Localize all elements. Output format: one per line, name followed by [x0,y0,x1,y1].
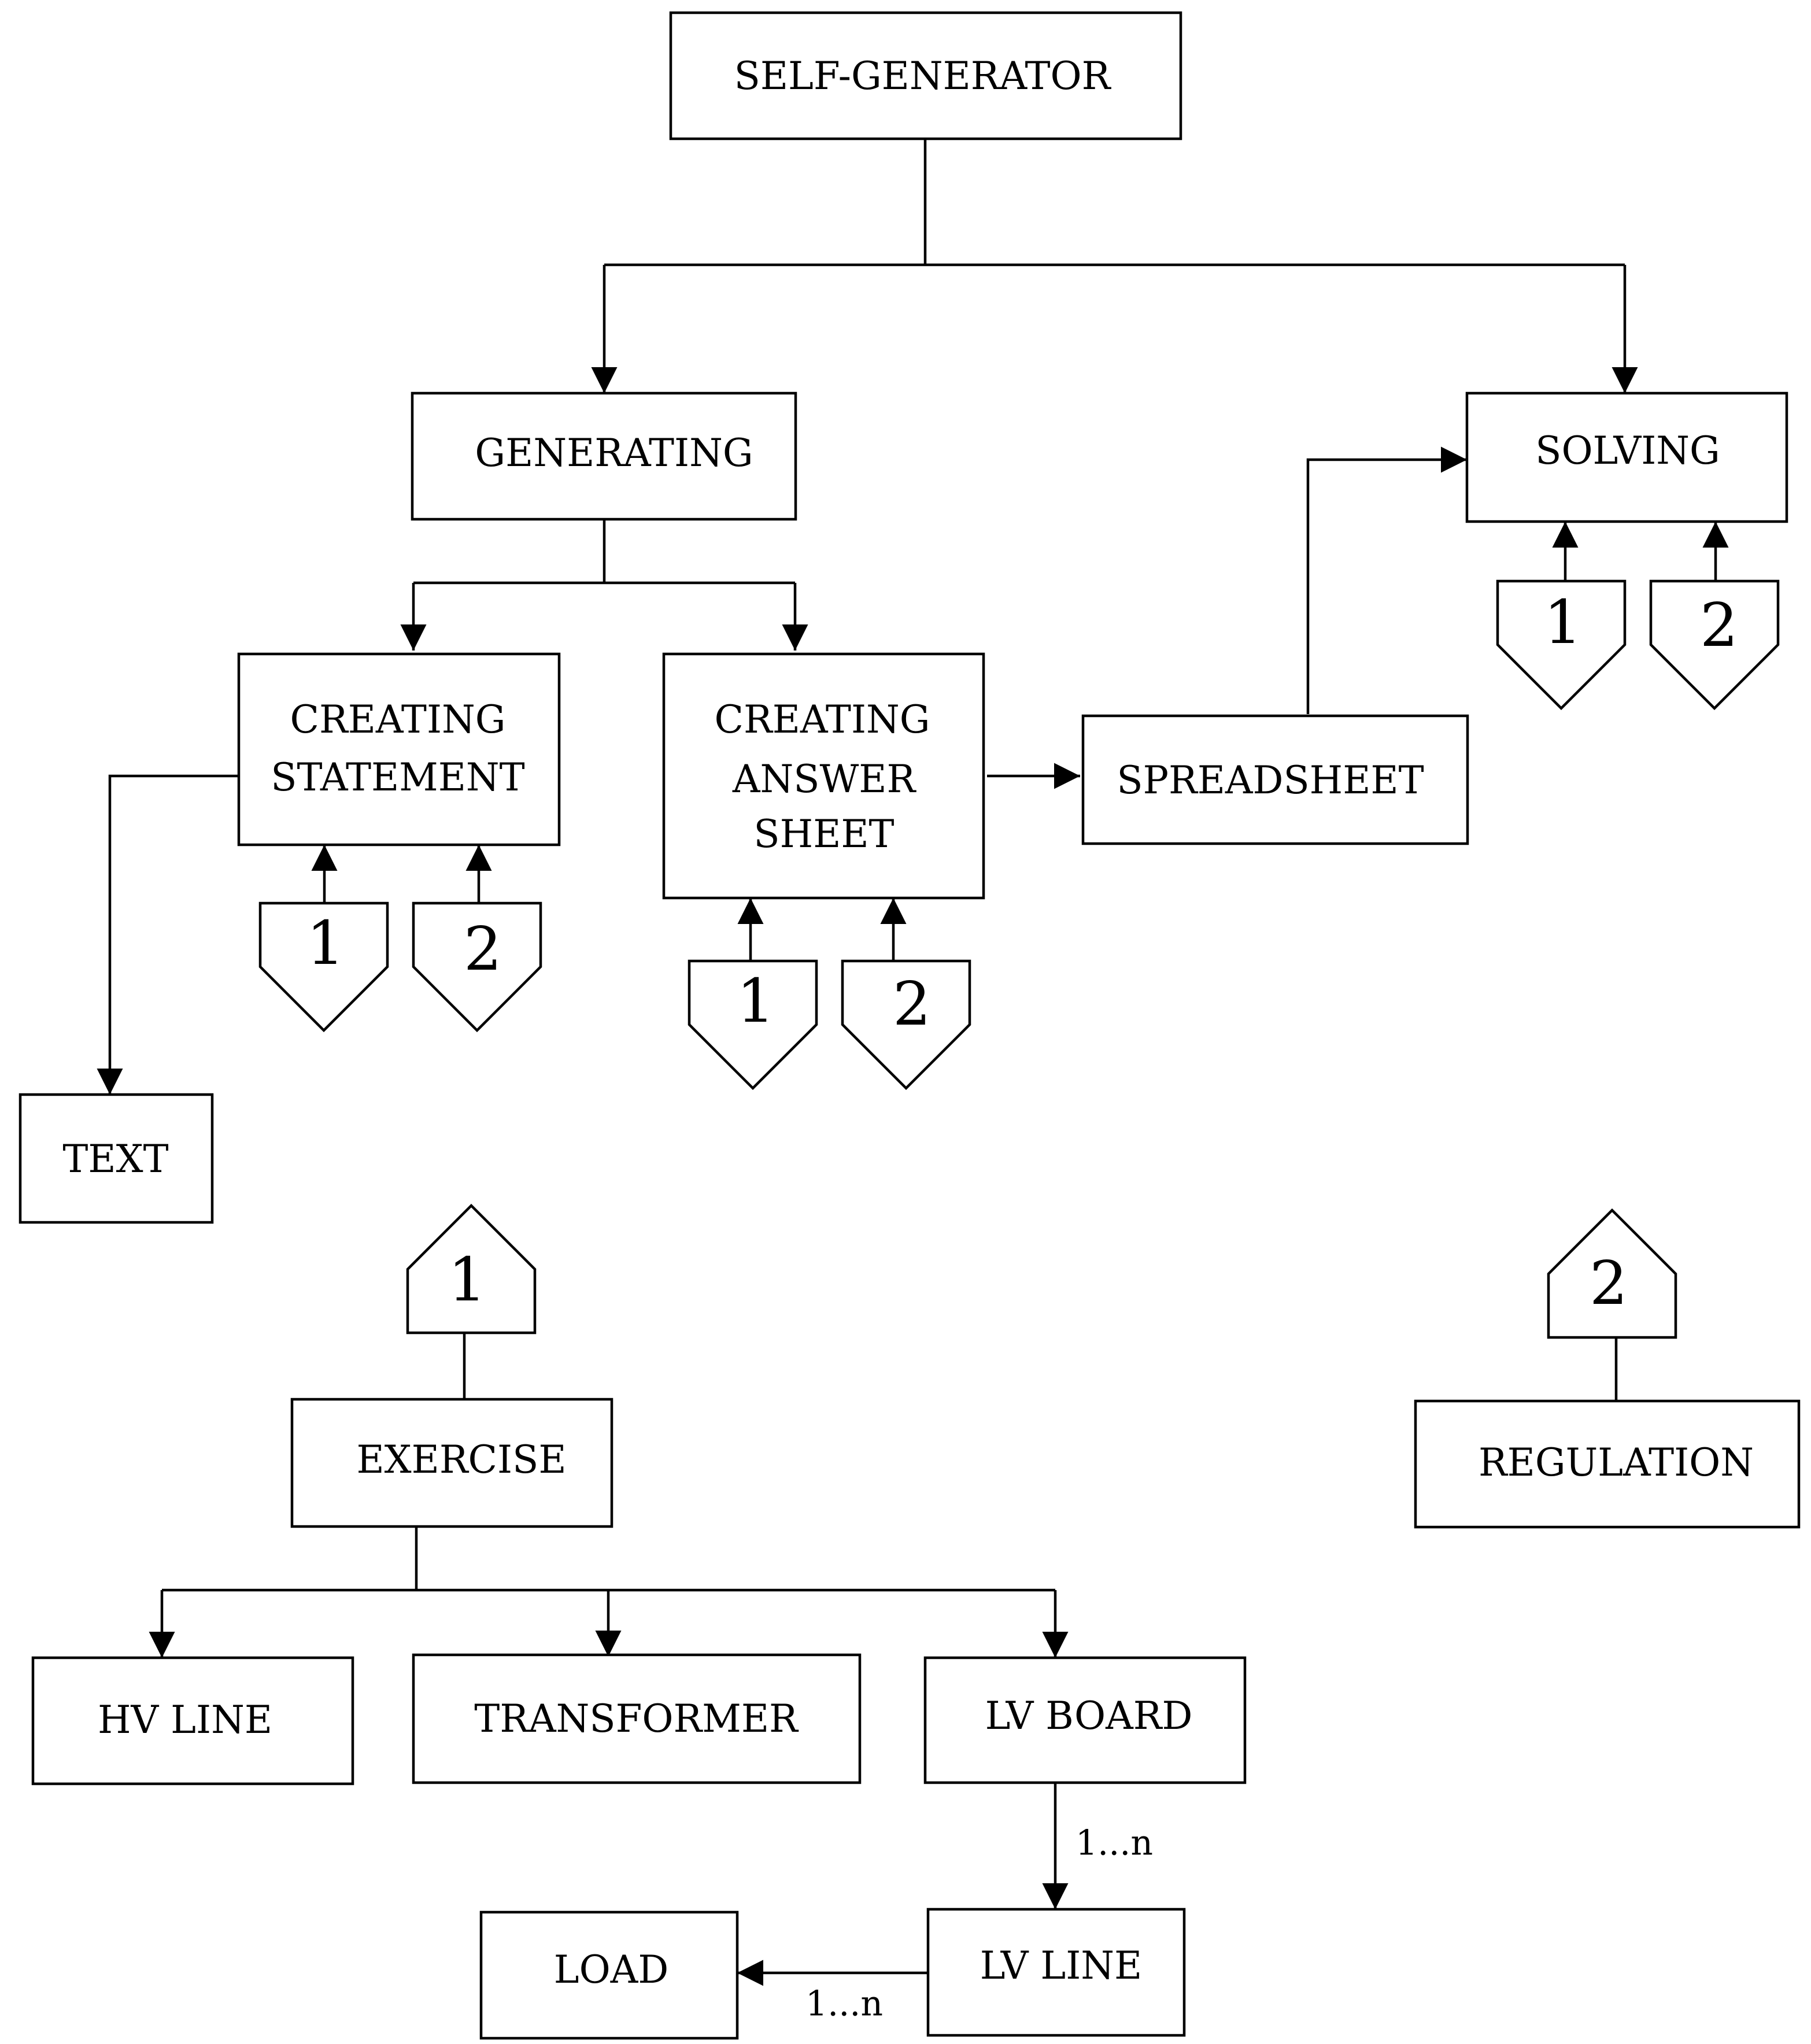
connector-answer-1: 1 [688,959,818,1091]
node-label-line-1: CREATING [715,697,930,742]
node-lv-line: LV LINE [926,1908,1186,2037]
node-creating-statement: CREATING STATEMENT [237,652,561,847]
connector-number: 1 [737,966,775,1036]
node-lv-board: LV BOARD [923,1656,1247,1784]
arrow-statement-to-text [97,774,239,1095]
node-label: SOLVING [1535,428,1720,473]
connector-definition-1: 1 [406,1203,537,1335]
connector-solving-2: 2 [1649,579,1780,711]
node-creating-answer-sheet: CREATING ANSWER SHEET [662,652,985,900]
node-label-line-2: ANSWER [732,757,917,801]
node-label-line-3: SHEET [753,812,894,856]
multiplicity-lv-line-load: 1...n [805,1984,883,2024]
connector-number: 1 [1544,587,1582,657]
connector-number: 2 [1700,590,1738,660]
node-solving: SOLVING [1465,391,1788,523]
node-label-line-2: STATEMENT [271,755,524,800]
connector-solving-1: 1 [1496,579,1627,711]
connector-statement-2: 2 [412,901,542,1033]
connector-number: 1 [448,1244,486,1315]
connector-answer-2: 2 [841,959,971,1091]
multiplicity-lv-board-lv-line: 1...n [1075,1823,1153,1864]
node-label: LOAD [554,1947,669,1992]
node-label: SELF-GENERATOR [734,54,1112,98]
node-regulation: REGULATION [1414,1399,1801,1529]
node-label: TEXT [62,1137,168,1181]
connector-number: 2 [893,969,931,1039]
connector-definition-2: 2 [1547,1208,1677,1339]
connector-lines [97,139,1729,1986]
node-label: SPREADSHEET [1117,758,1424,803]
node-label: LV BOARD [985,1694,1193,1738]
node-text: TEXT [19,1093,214,1224]
node-label: TRANSFORMER [474,1696,799,1741]
node-label: GENERATING [475,431,753,475]
node-transformer: TRANSFORMER [412,1653,862,1784]
node-label: LV LINE [980,1943,1142,1988]
node-label-line-1: CREATING [290,697,506,742]
node-generating: GENERATING [411,391,797,521]
connector-statement-1: 1 [258,901,389,1033]
connector-number: 1 [306,908,345,978]
node-label: EXERCISE [357,1437,567,1482]
node-self-generator: SELF-GENERATOR [669,11,1182,141]
node-label: REGULATION [1479,1440,1754,1485]
node-hv-line: HV LINE [31,1656,354,1786]
node-spreadsheet: SPREADSHEET [1081,714,1469,845]
arrow-spreadsheet-to-solving [1306,446,1467,714]
node-label: HV LINE [98,1698,272,1742]
node-load: LOAD [479,1910,739,2040]
connector-number: 2 [464,914,502,984]
connector-number: 2 [1590,1248,1628,1318]
node-exercise: EXERCISE [290,1398,613,1528]
